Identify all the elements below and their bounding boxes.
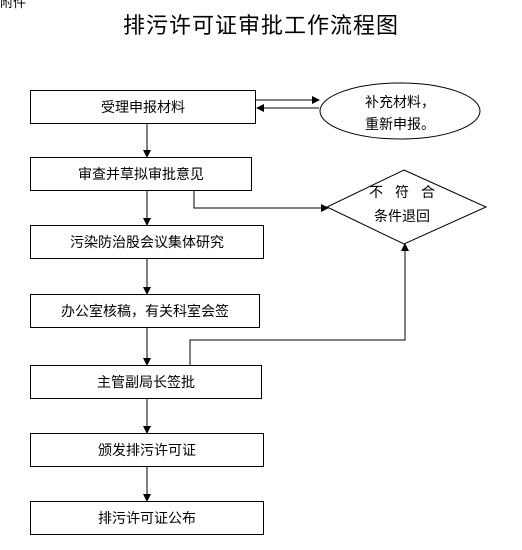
- step-office-review: 办公室核稿，有关科室会签: [30, 294, 260, 328]
- reject-diamond: [325, 169, 488, 245]
- reject-text: 不符合 条件退回: [330, 172, 474, 238]
- step-accept-application: 受理申报材料: [30, 90, 256, 124]
- arrow-return-to-reject: [189, 243, 409, 365]
- supplement-ellipse: [319, 82, 481, 140]
- reject-line1: 不符合: [369, 185, 447, 201]
- arrow-to-reject: [193, 191, 329, 212]
- supplement-line2: 重新申报。: [365, 117, 435, 133]
- reject-line2: 条件退回: [374, 209, 430, 225]
- step-issue-permit: 颁发排污许可证: [30, 433, 264, 467]
- step-deputy-director-approval: 主管副局长签批: [30, 365, 262, 399]
- supplement-text: 补充材料， 重新申报。: [318, 86, 482, 142]
- step-publish-permit: 排污许可证公布: [30, 501, 264, 535]
- attachment-label: 附件: [0, 0, 27, 11]
- step-collective-study: 污染防治股会议集体研究: [30, 225, 264, 259]
- page-title: 排污许可证审批工作流程图: [122, 14, 399, 39]
- step-review-draft-opinion: 审查并草拟审批意见: [30, 157, 252, 191]
- supplement-line1: 补充材料，: [365, 95, 435, 111]
